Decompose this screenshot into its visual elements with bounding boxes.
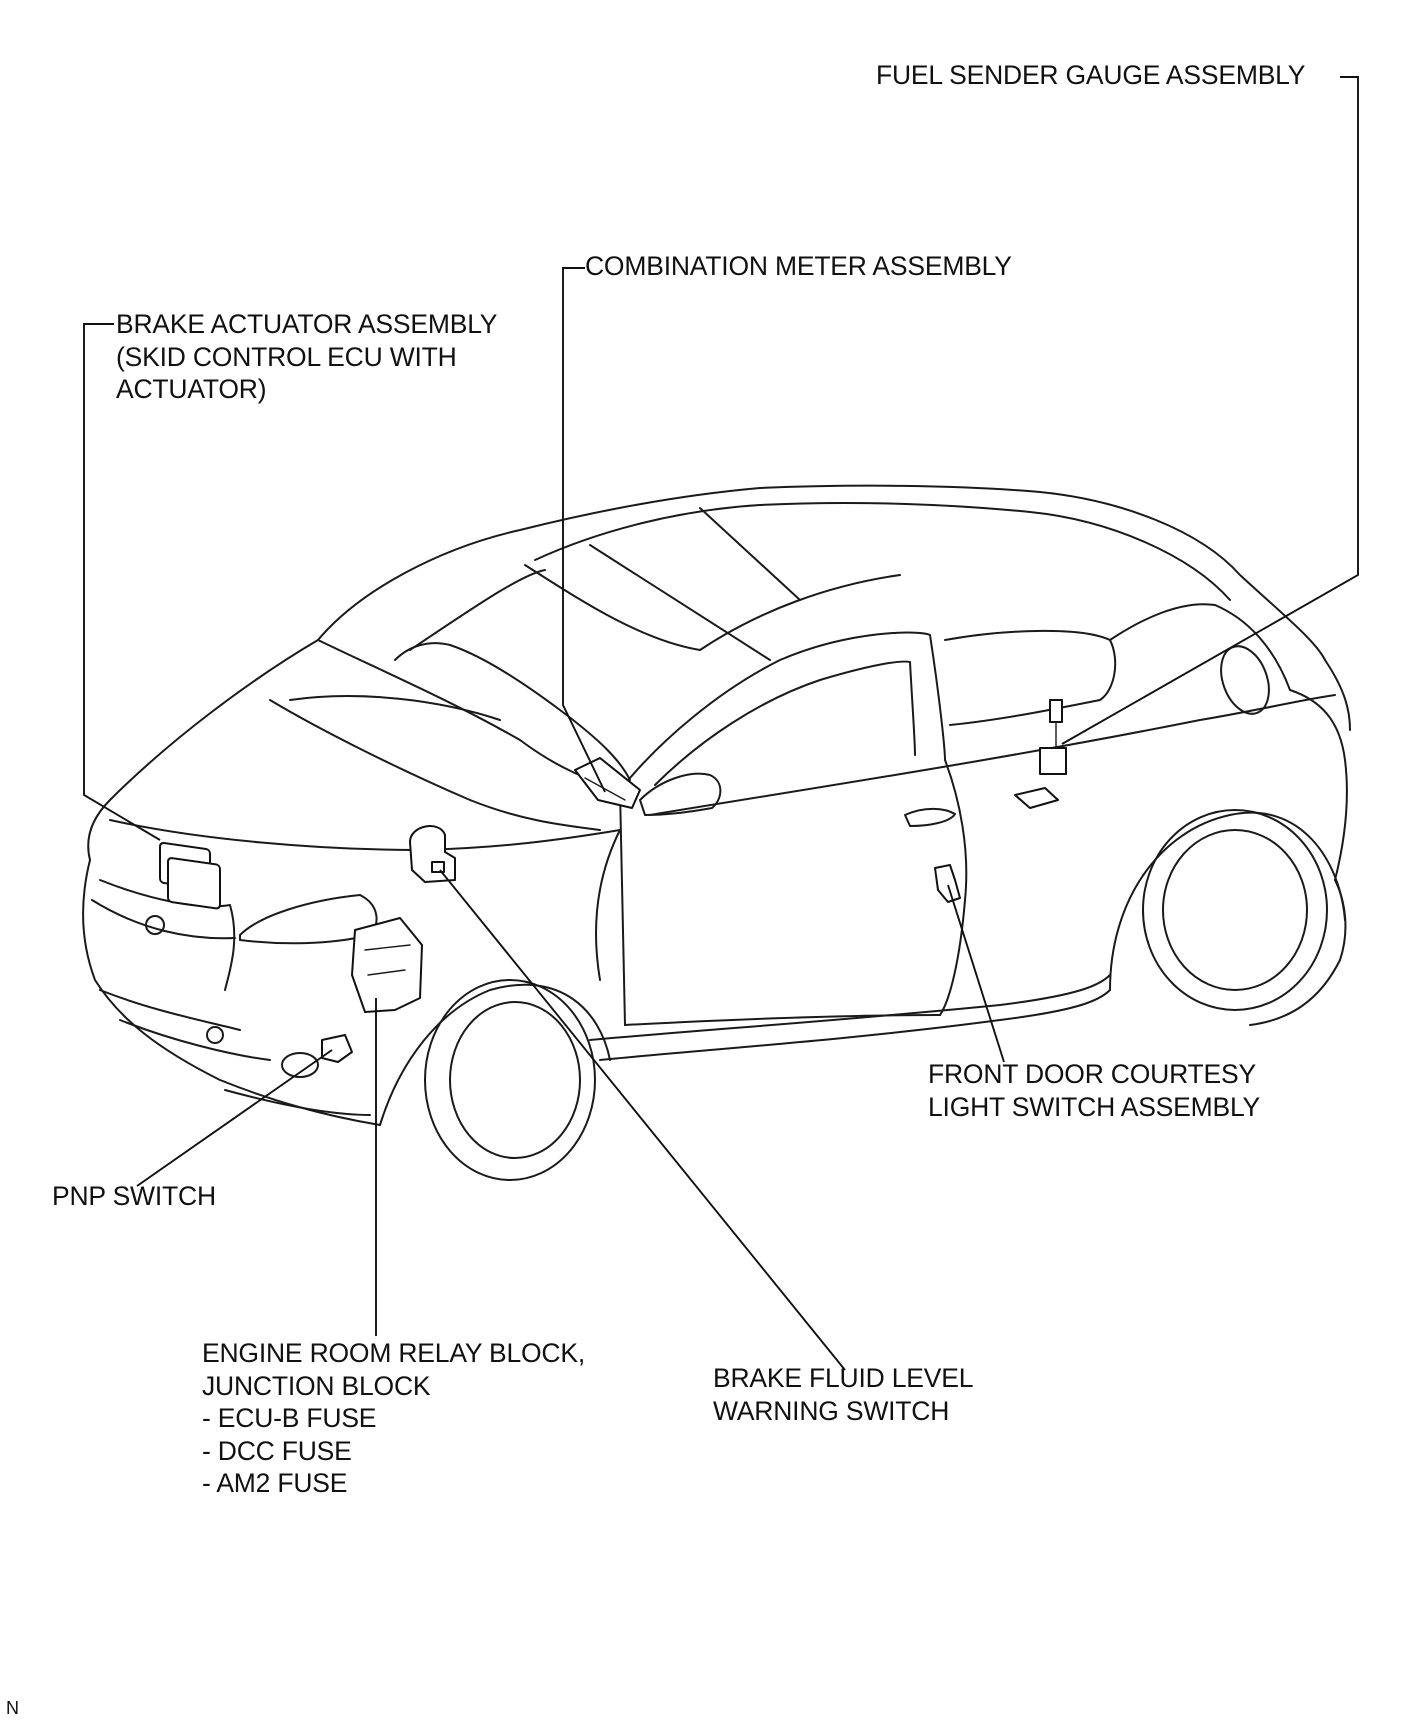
fuel-sender-gauge-label: FUEL SENDER GAUGE ASSEMBLY (876, 59, 1305, 92)
car-outline (82, 484, 1351, 1181)
engine-room-relay-block-part (351, 917, 423, 1013)
combination-meter-part (574, 757, 641, 809)
leader-lines (83, 76, 1359, 1371)
label-line: WARNING SWITCH (713, 1395, 950, 1426)
brake-fluid-label: BRAKE FLUID LEVEL WARNING SWITCH (713, 1362, 973, 1427)
label-line: FRONT DOOR COURTESY (928, 1059, 1256, 1089)
label-line: - AM2 FUSE (202, 1468, 348, 1498)
label-line: - DCC FUSE (202, 1435, 352, 1466)
brake-fluid-reservoir-part (409, 825, 456, 883)
label-line: - ECU-B FUSE (202, 1403, 377, 1433)
pnp-switch-label: PNP SWITCH (52, 1180, 216, 1213)
brake-actuator-part (159, 841, 221, 910)
fuel-sender-gauge-part (1014, 699, 1067, 809)
engine-room-relay-label: ENGINE ROOM RELAY BLOCK, JUNCTION BLOCK … (202, 1337, 585, 1500)
label-line: PNP SWITCH (52, 1181, 216, 1211)
label-line: BRAKE ACTUATOR ASSEMBLY (116, 309, 498, 339)
label-line: JUNCTION BLOCK (202, 1370, 431, 1401)
label-line: COMBINATION METER ASSEMBLY (585, 251, 1012, 281)
brake-actuator-label: BRAKE ACTUATOR ASSEMBLY (SKID CONTROL EC… (116, 308, 497, 406)
label-line: LIGHT SWITCH ASSEMBLY (928, 1091, 1261, 1122)
figure-code: N (6, 1698, 19, 1718)
front-door-courtesy-label: FRONT DOOR COURTESY LIGHT SWITCH ASSEMBL… (928, 1058, 1260, 1123)
label-line: (SKID CONTROL ECU WITH (116, 341, 457, 372)
door-courtesy-switch-part (934, 864, 961, 903)
combination-meter-label: COMBINATION METER ASSEMBLY (585, 250, 1012, 283)
label-line: FUEL SENDER GAUGE ASSEMBLY (876, 60, 1306, 90)
label-line: BRAKE FLUID LEVEL (713, 1363, 974, 1393)
label-line: ENGINE ROOM RELAY BLOCK, (202, 1338, 585, 1368)
label-line: ACTUATOR) (116, 374, 267, 404)
pnp-switch-part (321, 1034, 353, 1063)
